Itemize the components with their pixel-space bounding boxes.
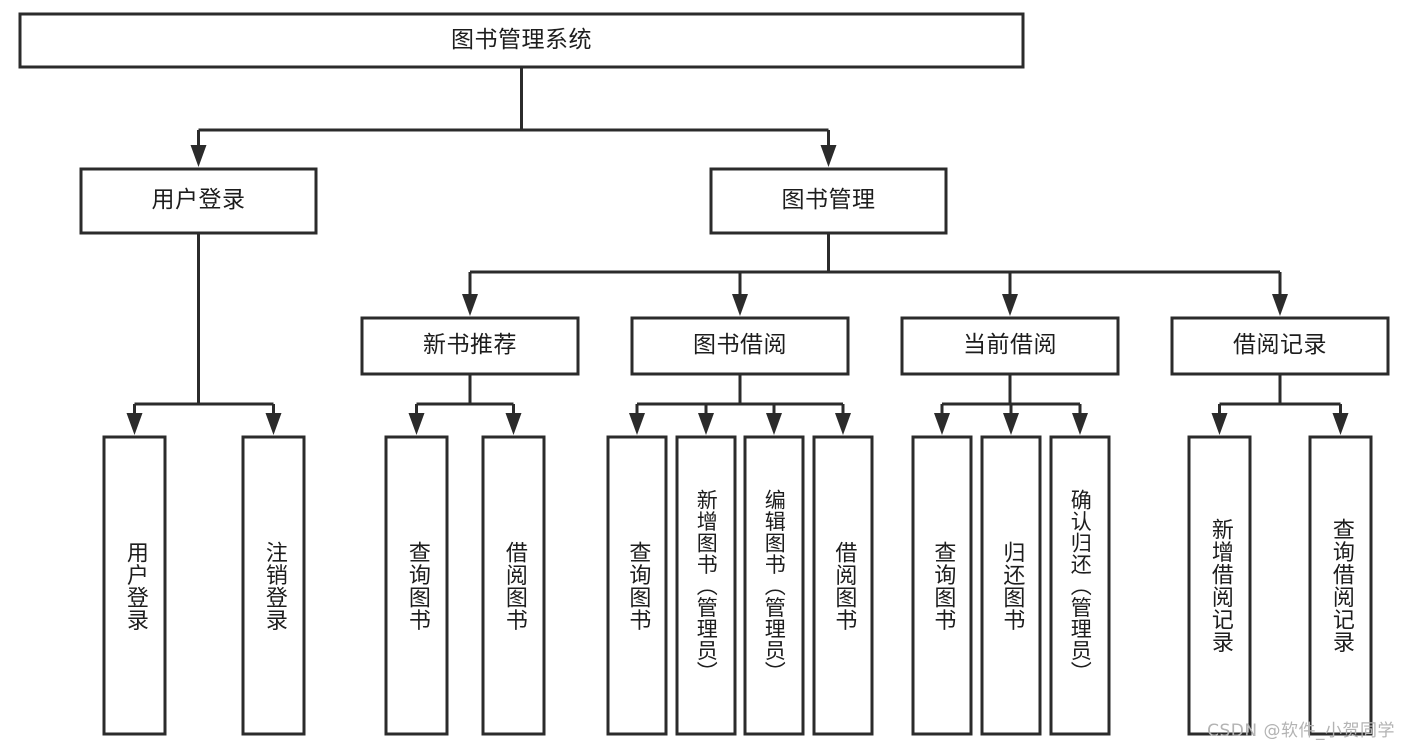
arrow-head-icon [1002, 294, 1018, 316]
arrow-head-icon [1211, 413, 1228, 435]
node-box-l_user_login[interactable] [102, 435, 167, 736]
arrow-head-icon [505, 413, 522, 435]
arrow-head-icon [835, 413, 851, 435]
node-box-n_book_mgmt[interactable] [709, 167, 948, 235]
node-box-root[interactable] [18, 12, 1025, 69]
node-box-l_r_query[interactable] [1308, 435, 1373, 736]
node-box-n_records[interactable] [1170, 316, 1390, 376]
arrow-head-icon [766, 413, 782, 435]
node-box-l_c_query[interactable] [911, 435, 973, 736]
node-box-l_rec_query[interactable] [384, 435, 449, 736]
node-box-l_user_logout[interactable] [241, 435, 306, 736]
arrow-head-icon [126, 413, 143, 435]
arrow-head-icon [1272, 294, 1288, 316]
arrow-head-icon [1332, 413, 1349, 435]
node-box-n_user_login[interactable] [79, 167, 318, 235]
node-box-l_b_query[interactable] [606, 435, 668, 736]
arrow-head-icon [1003, 413, 1019, 435]
node-box-l_b_add[interactable] [675, 435, 737, 736]
arrow-head-icon [698, 413, 714, 435]
arrow-head-icon [934, 413, 950, 435]
node-box-l_r_add[interactable] [1187, 435, 1252, 736]
boxes-layer [18, 12, 1390, 736]
arrow-head-icon [408, 413, 425, 435]
arrow-head-icon [1072, 413, 1088, 435]
node-box-n_new_rec[interactable] [360, 316, 580, 376]
node-box-l_b_borrow[interactable] [812, 435, 874, 736]
node-box-l_c_return[interactable] [980, 435, 1042, 736]
arrow-head-icon [732, 294, 748, 316]
node-box-l_c_confirm[interactable] [1049, 435, 1111, 736]
node-box-n_current[interactable] [900, 316, 1120, 376]
node-box-l_b_edit[interactable] [743, 435, 805, 736]
edges-layer [126, 67, 1349, 435]
arrow-head-icon [265, 413, 282, 435]
arrow-head-icon [820, 145, 837, 167]
node-box-n_borrow[interactable] [630, 316, 850, 376]
node-box-l_rec_borrow[interactable] [481, 435, 546, 736]
arrow-head-icon [190, 145, 207, 167]
arrow-head-icon [629, 413, 645, 435]
arrow-head-icon [462, 294, 478, 316]
